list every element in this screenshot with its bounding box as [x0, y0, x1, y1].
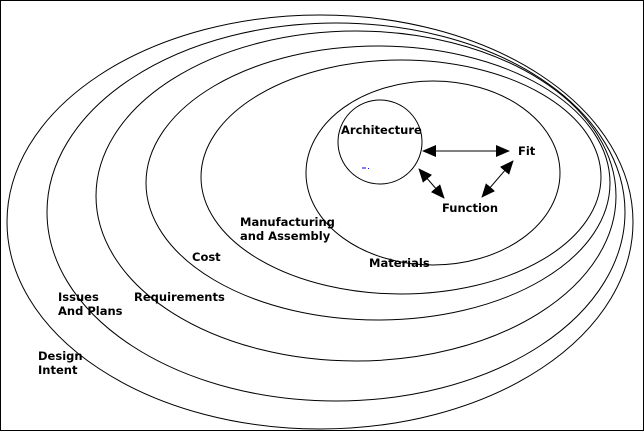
ellipse-manufacturing [200, 59, 602, 295]
label-manufacturing: Manufacturing and Assembly [240, 215, 335, 243]
ellipse-design-intent [6, 14, 634, 430]
label-line: Materials [369, 256, 430, 270]
label-requirements: Requirements [134, 290, 225, 304]
label-line: And Plans [58, 304, 123, 318]
circle-architecture [337, 99, 423, 185]
blue-dot [368, 168, 369, 169]
label-fit: Fit [518, 144, 536, 158]
arrow-function-fit [481, 160, 514, 198]
label-design-intent: Design Intent [38, 349, 83, 377]
label-line: Manufacturing [240, 215, 335, 229]
label-function: Function [442, 201, 499, 215]
label-cost: Cost [192, 250, 221, 264]
label-line: Requirements [134, 290, 225, 304]
ellipse-requirements [95, 30, 617, 362]
label-architecture: Architecture [341, 123, 422, 137]
label-line: Issues [58, 290, 99, 304]
label-issues-and-plans: Issues And Plans [58, 290, 123, 318]
ellipse-cost [145, 45, 611, 321]
arrow-architecture-function [418, 168, 445, 199]
ellipse-issues-and-plans [46, 22, 626, 402]
label-line: Cost [192, 250, 221, 264]
label-line: Design [38, 349, 83, 363]
label-line: Intent [38, 363, 78, 377]
ellipse-materials [305, 80, 561, 266]
label-line: and Assembly [240, 229, 331, 243]
label-materials: Materials [369, 256, 430, 270]
